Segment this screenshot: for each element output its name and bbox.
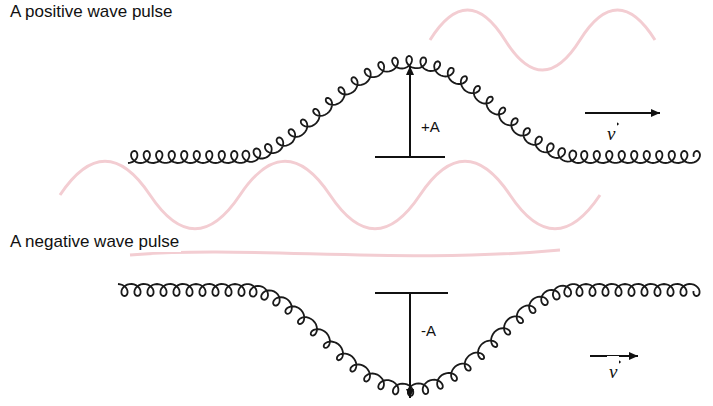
- amplitude-label: +A: [419, 118, 442, 135]
- velocity-label: v: [607, 356, 619, 383]
- coiled-spring: [128, 56, 700, 163]
- amplitude-arrow: [409, 66, 411, 157]
- amplitude-arrow: [409, 293, 411, 398]
- section-title: A negative wave pulse: [8, 232, 181, 252]
- vector-overbar: [606, 122, 620, 365]
- section-title: A positive wave pulse: [8, 2, 175, 22]
- rest-level-bar: [375, 292, 448, 294]
- coiled-spring: [118, 284, 700, 396]
- amplitude-label: -A: [419, 322, 438, 339]
- velocity-arrow: [585, 112, 660, 114]
- velocity-label: v: [605, 118, 617, 145]
- background-ghost-waves: [60, 10, 655, 256]
